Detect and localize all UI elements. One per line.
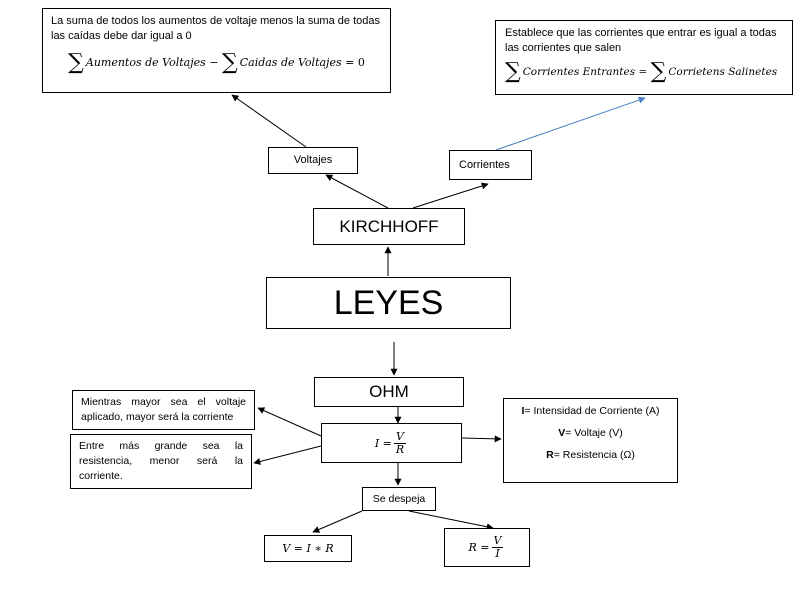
v-formula-box: V = I ∗ R — [264, 535, 352, 562]
corrientes-node: Corrientes — [449, 150, 532, 180]
voltajes-definition-box: La suma de todos los aumentos de voltaje… — [42, 8, 391, 93]
resistencia-note: Entre más grande sea la resistencia, men… — [70, 434, 252, 489]
arrow-corrientes-to-def — [495, 96, 646, 151]
arrow-despeja-to-r — [408, 510, 494, 531]
arrow-despeja-to-v — [312, 510, 363, 533]
ohm-fraction: V R — [394, 429, 406, 456]
ohm-formula-box: I = V R — [321, 423, 462, 463]
voltajes-definition-text: La suma de todos los aumentos de voltaje… — [51, 15, 380, 42]
arrow-kirchhoff-to-corrientes — [412, 182, 489, 209]
arrow-formula-to-resistencia-note — [253, 445, 322, 465]
voltajes-node: Voltajes — [268, 147, 358, 174]
voltajes-equation: ∑Aumentos de Voltajes − ∑Caidas de Volta… — [68, 50, 365, 75]
legend-current: I= Intensidad de Corriente (A) — [521, 405, 660, 417]
legend-voltage: V= Voltaje (V) — [558, 427, 623, 439]
kirchhoff-node: KIRCHHOFF — [313, 208, 465, 245]
r-fraction: V I — [491, 534, 504, 560]
corrientes-definition-text: Establece que las corrientes que entrar … — [505, 27, 777, 54]
variables-legend: I= Intensidad de Corriente (A) V= Voltaj… — [503, 398, 678, 483]
r-formula-box: R = V I — [444, 528, 530, 567]
corrientes-definition-box: Establece que las corrientes que entrar … — [495, 20, 793, 95]
arrow-voltajes-to-def — [231, 94, 307, 148]
arrow-formula-to-voltaje-note — [257, 407, 322, 437]
arrow-kirchhoff-to-voltajes — [325, 174, 389, 209]
legend-resistance: R= Resistencia (Ω) — [546, 449, 635, 461]
corrientes-equation: ∑Corrientes Entrantes = ∑Corrietens Sali… — [505, 59, 778, 84]
voltaje-note: Mientras mayor sea el voltaje aplicado, … — [72, 390, 255, 430]
ohm-node: OHM — [314, 377, 464, 407]
despeja-node: Se despeja — [362, 487, 436, 511]
leyes-node: LEYES — [266, 277, 511, 329]
arrow-formula-to-legend — [461, 435, 502, 443]
